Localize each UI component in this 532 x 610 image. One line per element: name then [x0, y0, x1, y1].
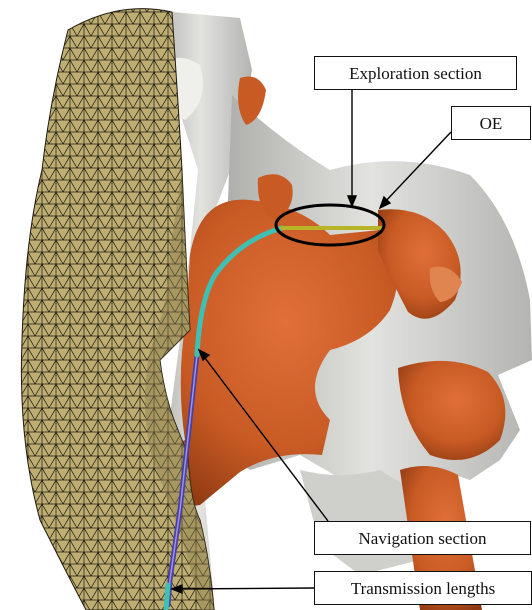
exploration-section-label: Exploration section: [314, 56, 517, 90]
arrow-transmission: [176, 588, 314, 589]
transmission-lengths-label: Transmission lengths: [314, 571, 532, 605]
navigation-section-label: Navigation section: [314, 521, 531, 555]
transmission-tail: [166, 585, 168, 610]
oe-label: OE: [451, 106, 531, 140]
